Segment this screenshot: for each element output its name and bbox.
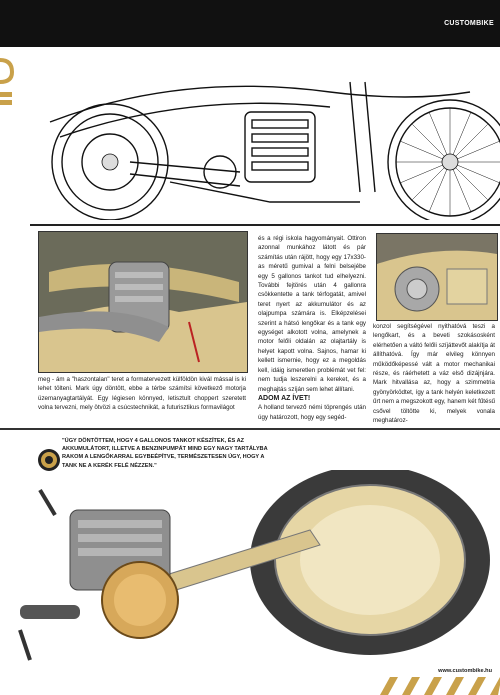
article-subhead: ADOM AZ ÍVET! — [258, 394, 311, 402]
motorcycle-line-drawing — [49, 81, 500, 220]
section-rule — [30, 224, 500, 226]
article-column-1: meg - ám a "haszontalan" teret a formate… — [38, 375, 246, 413]
chassis-render-illustration — [18, 470, 490, 661]
top-bar: CUSTOMBIKE — [0, 0, 500, 47]
article-paragraph: A holland tervező némi töprengés után úg… — [258, 404, 366, 421]
footer-url: www.custombike.hu — [438, 668, 492, 674]
decorative-stripe — [380, 677, 500, 695]
article-paragraph: konzol segítségével nyithatóvá teszi a l… — [373, 323, 495, 425]
engine-photo — [38, 231, 248, 373]
pull-quote: "ÚGY DÖNTÖTTEM, HOGY 4 GALLONOS TANKOT K… — [62, 438, 268, 469]
magazine-seal-icon — [38, 449, 60, 471]
article-column-3: konzol segítségével nyithatóvá teszi a l… — [373, 322, 495, 425]
wheel-detail-photo — [376, 233, 498, 321]
section-rule — [0, 428, 500, 430]
article-column-2: és a régi iskola hagyományait. Ottiron a… — [258, 234, 366, 422]
decorative-letter-graphic — [0, 58, 14, 105]
magazine-brand: CUSTOMBIKE — [444, 20, 494, 27]
article-paragraph: és a régi iskola hagyományait. Ottiron a… — [258, 235, 366, 393]
article-paragraph: meg - ám a "haszontalan" teret a formate… — [38, 376, 246, 412]
